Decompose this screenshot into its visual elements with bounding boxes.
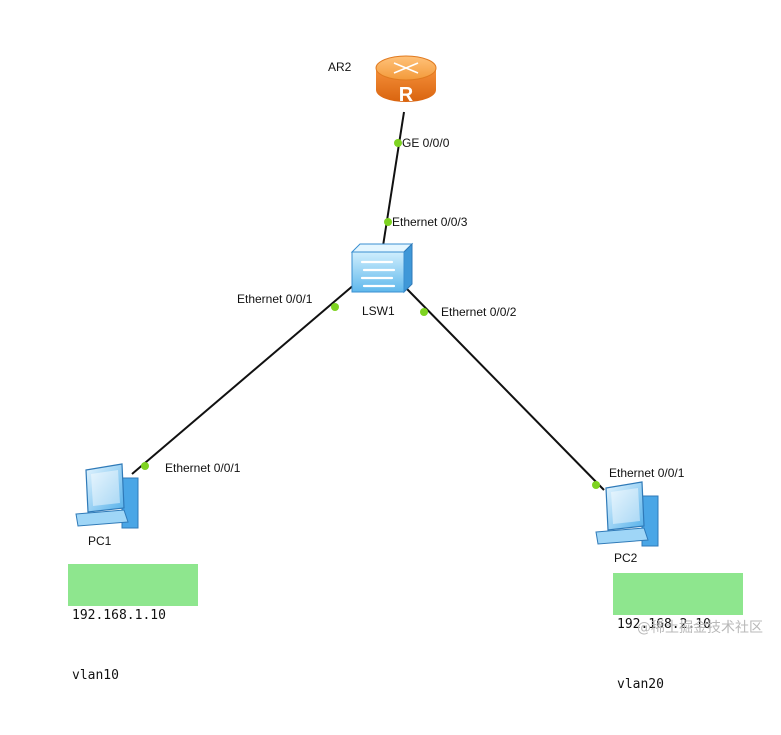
router-icon[interactable]: R — [375, 55, 437, 106]
port-label-pc2-e1: Ethernet 0/0/1 — [609, 466, 685, 480]
port-label-lsw1-e2: Ethernet 0/0/2 — [441, 305, 517, 319]
pc2-name: PC2 — [614, 551, 638, 565]
link-lsw1-pc1[interactable] — [131, 283, 356, 475]
port-dot-lsw1-e2[interactable] — [420, 308, 428, 316]
pc2-ip: 192.168.2.10 — [617, 617, 711, 632]
router-name: AR2 — [328, 60, 352, 74]
port-label-ar2-ge: GE 0/0/0 — [402, 136, 450, 150]
link-lsw1-pc2[interactable] — [406, 288, 605, 491]
port-dot-pc2-e1[interactable] — [592, 481, 600, 489]
port-dot-lsw1-e1[interactable] — [331, 303, 339, 311]
links — [131, 111, 605, 491]
pc2-icon[interactable] — [595, 481, 659, 547]
pc1-ip: 192.168.1.10 — [72, 608, 166, 623]
pc2-note: 192.168.2.10 vlan20 — [613, 573, 743, 692]
port-dot-pc1-e1[interactable] — [141, 462, 149, 470]
router-glyph: R — [399, 84, 414, 106]
port-label-pc1-e1: Ethernet 0/0/1 — [165, 461, 241, 475]
pc2-vlan: vlan20 — [617, 677, 664, 692]
topology-svg: R — [75, 55, 659, 547]
pc1-name: PC1 — [88, 534, 112, 548]
port-label-lsw1-e3: Ethernet 0/0/3 — [392, 215, 468, 229]
switch-name: LSW1 — [362, 304, 395, 318]
port-label-lsw1-e1: Ethernet 0/0/1 — [237, 292, 313, 306]
switch-icon[interactable] — [350, 242, 414, 294]
port-dot-lsw1-e3[interactable] — [384, 218, 392, 226]
port-dot-ar2-ge[interactable] — [394, 139, 402, 147]
pc1-note: 192.168.1.10 vlan10 — [68, 564, 198, 683]
watermark: @稀土掘金技术社区 — [637, 620, 763, 636]
pc1-vlan: vlan10 — [72, 668, 119, 683]
topology-canvas: R AR2 LSW — [68, 55, 763, 692]
port-dots — [141, 139, 600, 489]
pc1-icon[interactable] — [75, 463, 139, 529]
